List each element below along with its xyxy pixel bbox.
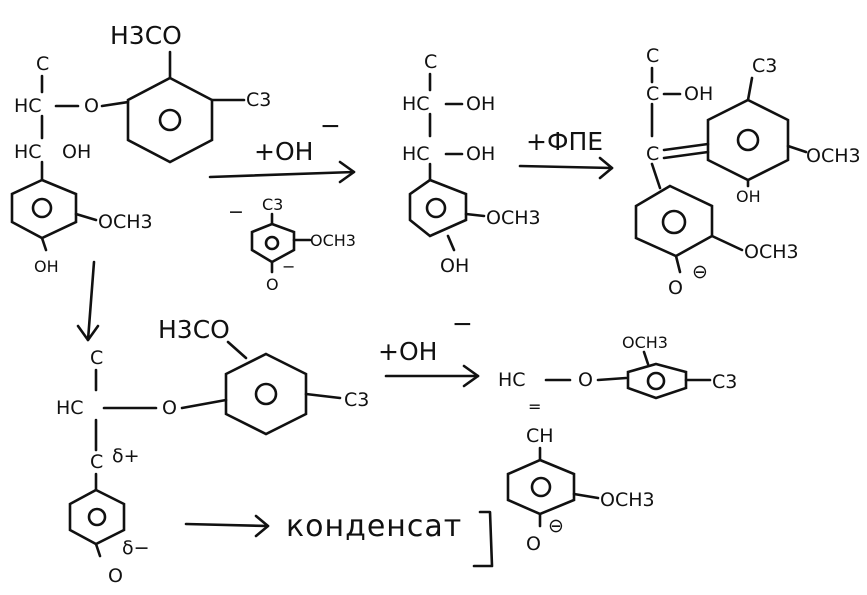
s2-c-label: C — [424, 51, 437, 73]
arrow1-reagent-label: +OH — [254, 137, 313, 166]
product-word: конденсат — [286, 509, 462, 544]
s2-oh2-label: OH — [466, 143, 495, 165]
s3-och3-ring1-label: OCH3 — [806, 145, 861, 167]
s5-och3-label: OCH3 — [600, 489, 655, 511]
s4-c-label: C — [90, 347, 103, 369]
arrow1-minus-label: − — [320, 111, 341, 140]
byproduct-minus-label: − — [228, 201, 244, 223]
s5-ominus-label: ⊖ — [548, 515, 564, 537]
s2-oh-bottom-label: OH — [440, 255, 469, 277]
s3-oh-ring1-label: OH — [736, 187, 761, 206]
s4-h3co-label: H3CO — [158, 315, 230, 344]
byproduct-och3-label: OCH3 — [310, 231, 356, 250]
s5-double-bond-label: = — [528, 397, 541, 416]
s4-o-bottom-label: O — [108, 565, 123, 587]
s5-ch-label: CH — [526, 425, 554, 447]
s3-oh-label: OH — [684, 83, 713, 105]
s4-c3-label: C3 — [344, 389, 369, 411]
arrow-4: +OH − — [378, 309, 480, 388]
s5-hc-label: HC — [498, 369, 526, 391]
s3-c4-label: C — [646, 143, 659, 165]
s4-delta-plus-label: δ+ — [112, 445, 140, 467]
s3-och3-ring2-label: OCH3 — [744, 241, 799, 263]
s3-c-label: C — [646, 45, 659, 67]
structure-1: H3CO C3 C HC O HC OH OCH3 OH — [10, 21, 271, 276]
structure-4: H3CO C3 C HC O C δ+ O δ− — [56, 315, 369, 587]
s2-oh1-label: OH — [466, 93, 495, 115]
byproduct-o-label: O — [266, 275, 279, 294]
s3-ominus-label: ⊖ — [692, 261, 708, 283]
s5-c3-label: C3 — [712, 371, 737, 393]
s1-h3co-label: H3CO — [110, 21, 182, 50]
arrow-3 — [76, 260, 100, 342]
s2-och3-label: OCH3 — [486, 207, 541, 229]
structure-5: HC O OCH3 C3 = CH OCH3 O ⊖ — [498, 333, 737, 555]
s5-o-label: O — [578, 369, 593, 391]
s5-och3-top-label: OCH3 — [622, 333, 668, 352]
byproduct: − C3 OCH3 O − — [228, 195, 356, 294]
s1-c-label: C — [36, 53, 49, 75]
s1-oh-bottom-label: OH — [34, 257, 59, 276]
s2-hc1-label: HC — [402, 93, 430, 115]
s3-c2-label: C — [646, 83, 659, 105]
s4-c-lower-label: C — [90, 451, 103, 473]
arrow-2: +ФПЕ — [518, 127, 614, 180]
structure-3: C C OH C C3 OCH3 OH OCH3 O ⊖ — [634, 45, 861, 299]
s1-oh-label: OH — [62, 141, 91, 163]
s3-c3-label: C3 — [752, 55, 777, 77]
product-condensate: конденсат — [286, 509, 494, 568]
arrow-5 — [184, 514, 270, 538]
arrow2-reagent-label: +ФПЕ — [526, 127, 603, 156]
s1-och3-label: OCH3 — [98, 211, 153, 233]
s1-o-label: O — [84, 95, 99, 117]
s2-hc2-label: HC — [402, 143, 430, 165]
s4-delta-minus-label: δ− — [122, 537, 150, 559]
s1-hc1-label: HC — [14, 95, 42, 117]
s5-o-bottom-label: O — [526, 533, 541, 555]
s3-o-label: O — [668, 277, 683, 299]
arrow-1: +OH − — [208, 111, 356, 184]
arrow4-reagent-label: +OH — [378, 337, 437, 366]
byproduct-c3-label: C3 — [262, 195, 283, 214]
s1-c3-label: C3 — [246, 89, 271, 111]
arrow4-minus-label: − — [452, 309, 473, 338]
structure-2: C HC OH HC OH OCH3 OH — [402, 51, 541, 277]
byproduct-ominus-label: − — [282, 257, 295, 276]
s4-o-label: O — [162, 397, 177, 419]
s1-hc2-label: HC — [14, 141, 42, 163]
s4-hc-label: HC — [56, 397, 84, 419]
